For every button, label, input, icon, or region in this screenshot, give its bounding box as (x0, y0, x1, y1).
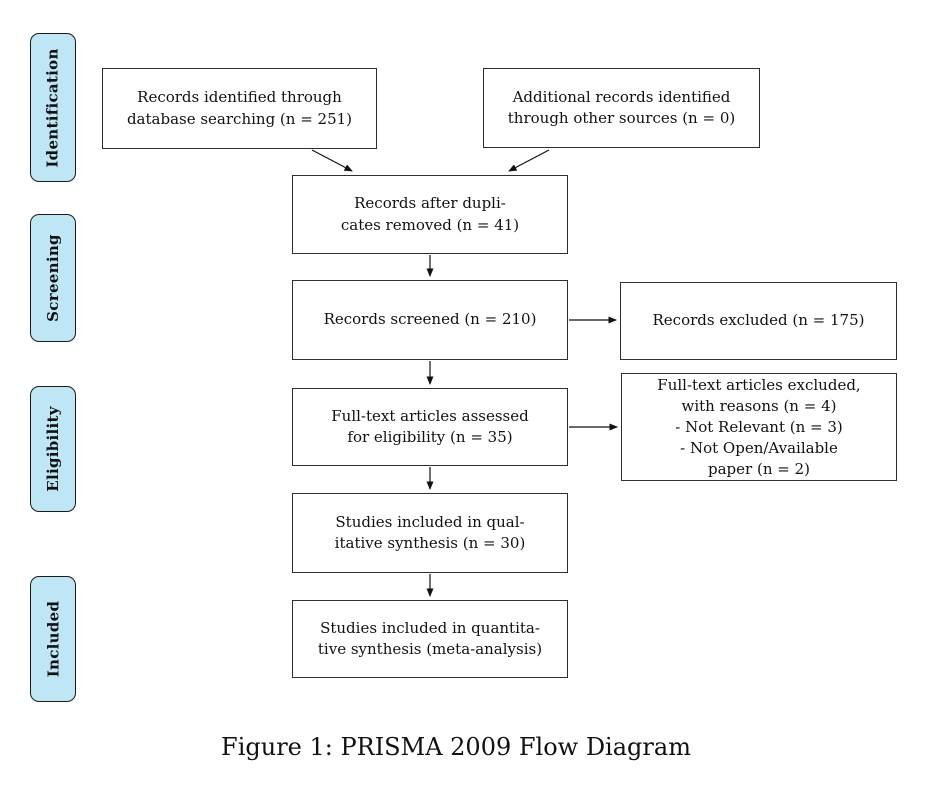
stage-included: Included (30, 576, 76, 702)
box-fulltext-excluded-line: with reasons (n = 4) (681, 396, 837, 415)
stage-screening: Screening (30, 214, 76, 342)
figure-caption: Figure 1: PRISMA 2009 Flow Diagram (221, 733, 691, 761)
stage-identification: Identification (30, 33, 76, 182)
box-quantitative-synthesis-line: Studies included in quantita- (320, 618, 540, 637)
box-duplicates-removed-line: cates removed (n = 41) (340, 215, 520, 234)
box-additional-records-line: Additional records identified (512, 87, 731, 106)
box-fulltext-excluded-line: - Not Relevant (n = 3) (675, 417, 843, 436)
stage-screening-label: Screening (44, 234, 62, 322)
box-records-identified: Records identified through database sear… (102, 68, 377, 149)
box-qualitative-synthesis-line: itative synthesis (n = 30) (334, 534, 526, 552)
box-records-excluded: Records excluded (n = 175) (620, 282, 897, 360)
box-fulltext-excluded-line: Full-text articles excluded, (657, 375, 861, 394)
box-records-screened-line: Records screened (n = 210) (323, 310, 537, 329)
box-additional-records-line: through other sources (n = 0) (507, 109, 736, 127)
box-records-identified-line: Records identified through (137, 88, 342, 106)
arrow-identified-to-duplicates (311, 149, 353, 172)
box-fulltext-assessed-line: Full-text articles assessed (331, 406, 529, 425)
box-quantitative-synthesis: Studies included in quantita- tive synth… (292, 600, 568, 678)
box-duplicates-removed: Records after dupli- cates removed (n = … (292, 175, 568, 254)
arrow-additional-to-duplicates (508, 149, 550, 172)
box-qualitative-synthesis: Studies included in qual- itative synthe… (292, 493, 568, 573)
box-records-excluded-line: Records excluded (n = 175) (652, 311, 865, 330)
box-quantitative-synthesis-line: tive synthesis (meta-analysis) (317, 640, 543, 658)
box-qualitative-synthesis-line: Studies included in qual- (335, 512, 525, 531)
stage-identification-label: Identification (44, 47, 63, 168)
stage-eligibility-label: Eligibility (44, 406, 63, 492)
stage-included-label: Included (44, 600, 62, 678)
box-additional-records: Additional records identified through ot… (483, 68, 760, 148)
box-duplicates-removed-line: Records after dupli- (354, 194, 506, 212)
box-fulltext-excluded-line: paper (n = 2) (708, 459, 810, 478)
box-fulltext-excluded-line: - Not Open/Available (680, 438, 838, 457)
box-fulltext-excluded: Full-text articles excluded, with reason… (621, 373, 897, 481)
box-records-identified-line: database searching (n = 251) (126, 109, 353, 128)
box-fulltext-assessed: Full-text articles assessed for eligibil… (292, 388, 568, 466)
box-fulltext-assessed-line: for eligibility (n = 35) (347, 428, 513, 446)
box-records-screened: Records screened (n = 210) (292, 280, 568, 360)
stage-eligibility: Eligibility (30, 386, 76, 512)
